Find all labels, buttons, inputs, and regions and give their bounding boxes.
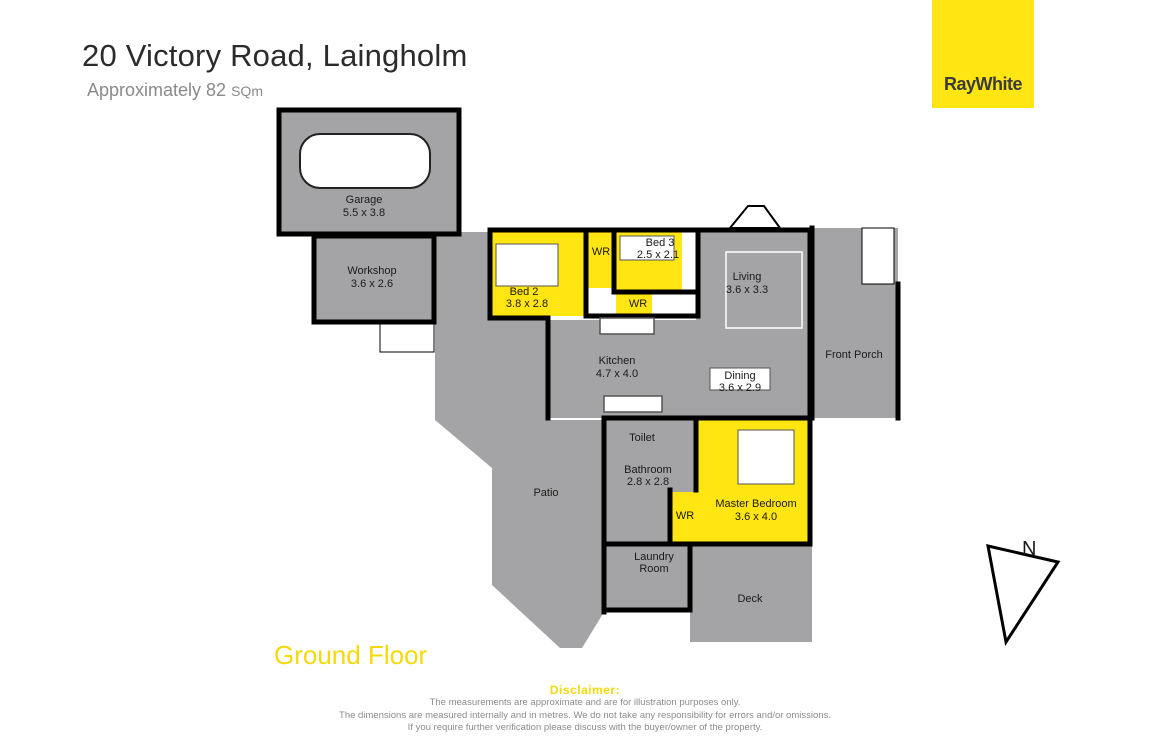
stairs [379,227,895,353]
garage-name: Garage [346,194,383,206]
toilet-name: Toilet [629,432,655,444]
disclaimer-line-3: If you require further verification plea… [407,722,763,733]
master-dims: 3.6 x 4.0 [735,511,777,523]
bed3-dims: 2.5 x 2.1 [637,249,679,261]
living-name: Living [733,271,762,283]
floor-label: Ground Floor [274,640,428,670]
compass-arrow [986,544,1061,646]
workshop-room [311,233,437,325]
bathroom-dims: 2.8 x 2.8 [627,476,669,488]
garage-dims: 5.5 x 3.8 [343,207,385,219]
disclaimer: Disclaimer: The measurements are approxi… [0,683,1170,735]
master-bed [737,429,795,485]
deck-name: Deck [737,593,763,605]
logo-text: RayWhite [943,74,1023,94]
wr-bed2 [588,232,614,288]
bathroom-name: Bathroom [624,464,672,476]
compass: N [986,538,1061,646]
dining-name: Dining [724,370,755,382]
deck-area [690,546,812,642]
dining-dims: 3.6 x 2.9 [719,382,761,394]
dining-table [709,367,771,391]
page-title: 20 Victory Road, Laingholm [82,38,468,73]
master-name: Master Bedroom [715,498,796,510]
laundry-label-2: Room [639,563,668,575]
room-labels: Garage 5.5 x 3.8 Workshop 3.6 x 2.6 Bed … [343,194,883,605]
kitchen-name: Kitchen [599,355,636,367]
car [299,133,431,189]
wr-label-master: WR [676,510,694,522]
bed2-name: Bed 2 [510,286,539,298]
disclaimer-line-1: The measurements are approximate and are… [429,697,741,708]
bed3-name: Bed 3 [646,237,675,249]
bed2-bed [495,243,559,287]
wr-label-bed2: WR [592,246,610,258]
walls [487,225,901,615]
wr-label-bed3: WR [629,298,647,310]
raywhite-logo[interactable]: RayWhite [932,0,1034,108]
area-unit: SQm [231,83,263,99]
workshop-name: Workshop [347,265,396,277]
laundry-label-1: Laundry [634,551,674,563]
disclaimer-line-2: The dimensions are measured internally a… [339,709,831,721]
bed2-dims: 3.8 x 2.8 [506,298,548,310]
kitchen-dims: 4.7 x 4.0 [596,368,638,380]
fireplace [727,205,782,229]
area-value: Approximately 82 [87,80,227,100]
patio-name: Patio [533,487,558,499]
bed3-bed [619,235,675,261]
disclaimer-title: Disclaimer: [549,683,621,697]
patio-area [435,232,604,648]
thin-lines [599,251,803,413]
wr-master [670,492,698,542]
front-porch-name: Front Porch [825,349,882,361]
compass-label: N [1022,538,1036,560]
living-dims: 3.6 x 3.3 [726,284,768,296]
workshop-dims: 3.6 x 2.6 [351,278,393,290]
area-line: Approximately 82 SQm [87,80,263,101]
